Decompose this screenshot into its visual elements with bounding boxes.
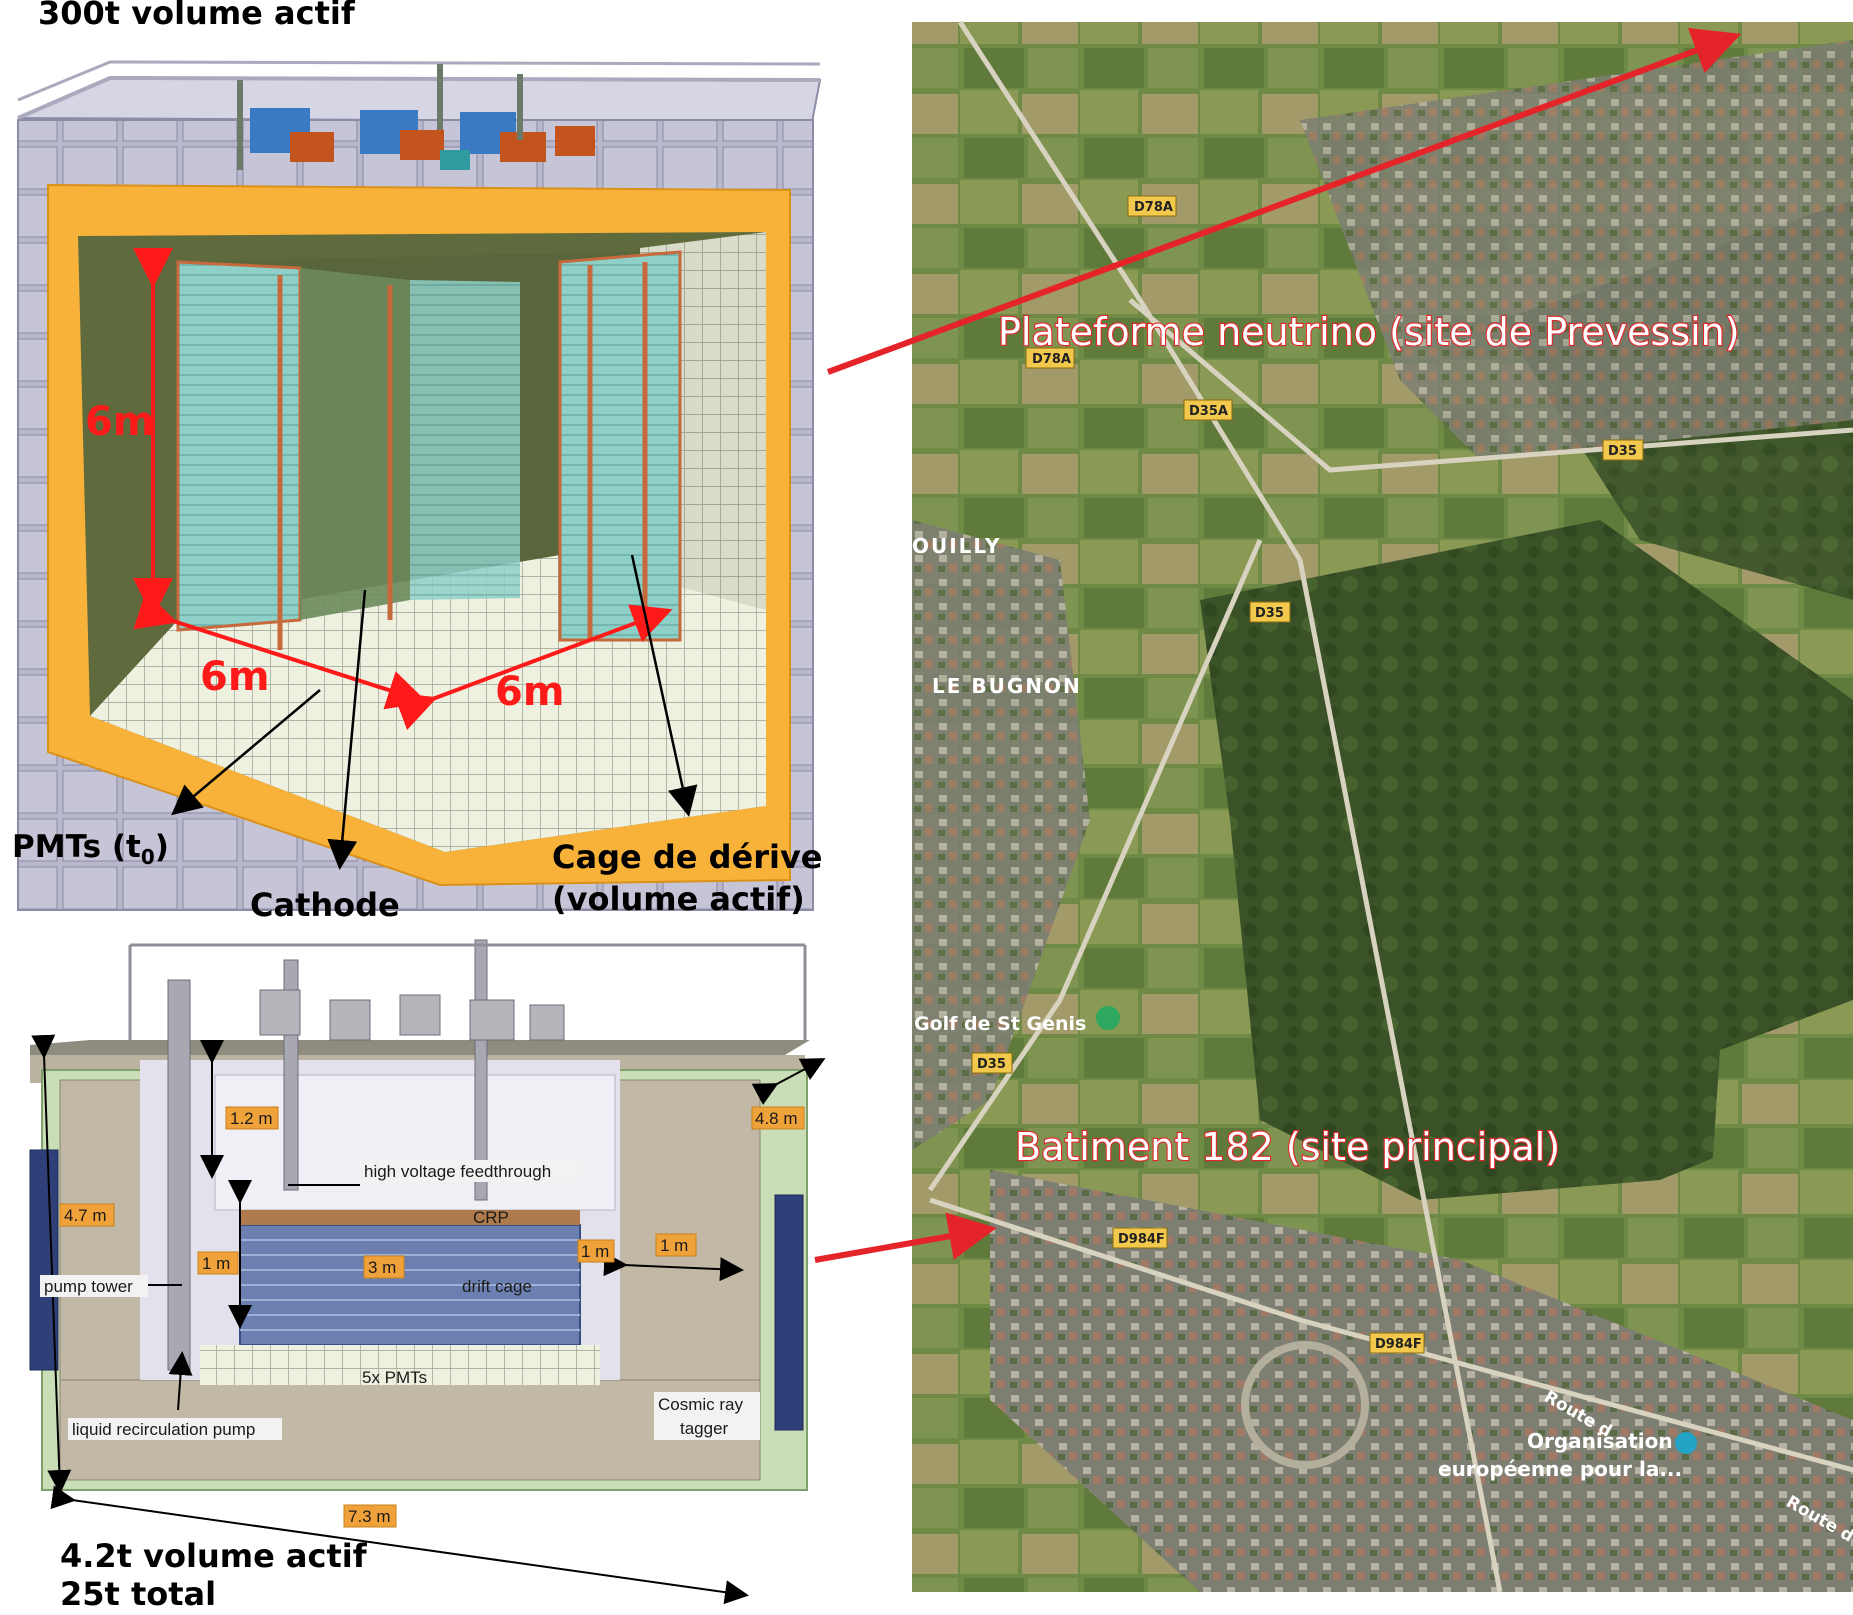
road-d984f-1: D984F (1118, 1232, 1165, 1247)
tag-4-8m: 4.8 m (755, 1109, 798, 1128)
road-d35a: D35A (1189, 404, 1228, 419)
site-main-label: Batiment 182 (site principal) (1015, 1125, 1560, 1169)
hv-feedthrough-label: high voltage feedthrough (364, 1162, 551, 1181)
tag-1m-mid: 1 m (581, 1242, 609, 1261)
pmts-subscript: 0 (141, 845, 155, 869)
tag-1m-right: 1 m (660, 1236, 688, 1255)
cosmic-ray-label: Cosmic ray (658, 1395, 744, 1414)
top-title: 300t volume actif (38, 0, 355, 34)
pmts-5x-label: 5x PMTs (362, 1368, 427, 1387)
dim-depth: 6m (495, 669, 565, 715)
site-north-label: Plateforme neutrino (site de Prevessin) (998, 310, 1740, 354)
road-d78a-2: D78A (1032, 352, 1071, 367)
road-d984f-2: D984F (1375, 1337, 1422, 1352)
road-d78a-1: D78A (1134, 200, 1173, 215)
road-d35-3: D35 (977, 1057, 1006, 1072)
cage-label-line1: Cage de dérive (552, 836, 823, 878)
golf-icon (1096, 1006, 1120, 1030)
pmts-label-text: PMTs (t (12, 829, 141, 865)
tag-1m-left: 1 m (202, 1254, 230, 1273)
cathode-label: Cathode (250, 884, 400, 926)
bottom-title-line1: 4.2t volume actif (60, 1535, 367, 1577)
pmts-label: PMTs (t0) (12, 826, 169, 878)
dim-width: 6m (200, 654, 270, 700)
road-d35-2: D35 (1255, 606, 1284, 621)
place-ouilly: OUILLY (912, 534, 1002, 558)
road-d35-1: D35 (1608, 444, 1637, 459)
tag-3m: 3 m (368, 1258, 396, 1277)
aerial-map (912, 22, 1853, 1592)
bottom-title-line2: 25t total (60, 1573, 216, 1615)
tag-7-3m: 7.3 m (348, 1507, 391, 1526)
dim-height: 6m (85, 399, 155, 445)
pmts-label-end: ) (155, 829, 169, 865)
tagger-label: tagger (680, 1419, 729, 1438)
tag-4-7m: 4.7 m (64, 1206, 107, 1225)
recirculation-pump-label: liquid recirculation pump (72, 1420, 255, 1439)
drift-cage-label: drift cage (462, 1277, 532, 1296)
golf-label: Golf de St Genis (914, 1013, 1086, 1035)
org-label-2: européenne pour la... (1438, 1457, 1682, 1481)
cage-label-line2: (volume actif) (552, 878, 805, 920)
museum-icon (1675, 1432, 1697, 1454)
top-cryostat (18, 62, 820, 910)
tag-1-2m: 1.2 m (230, 1109, 273, 1128)
pump-tower-label: pump tower (44, 1277, 133, 1296)
crp-label: CRP (473, 1208, 509, 1227)
place-le-bugnon: LE BUGNON (932, 674, 1082, 698)
